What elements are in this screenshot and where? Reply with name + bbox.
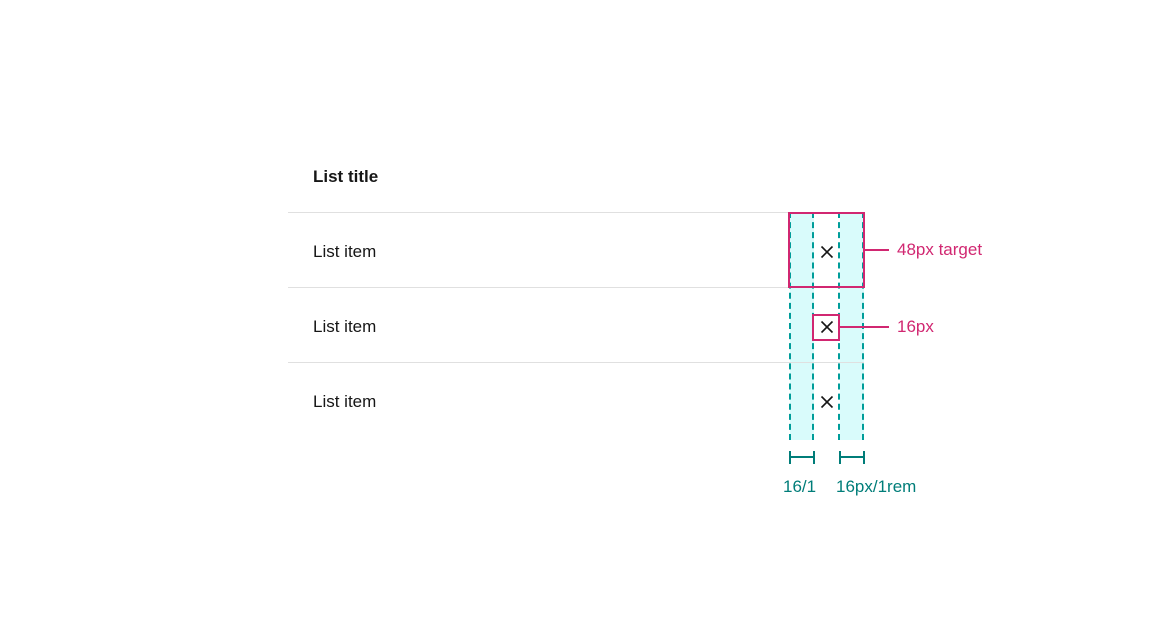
list-item-label: List item <box>313 317 377 336</box>
left-spacing-token-label: 16/1 <box>783 477 817 496</box>
list-title: List title <box>313 167 379 186</box>
x-glyph <box>820 245 834 259</box>
list-divider <box>288 212 864 213</box>
list-item-label: List item <box>313 392 377 411</box>
close-icon[interactable] <box>818 393 836 411</box>
annotation-connector <box>865 249 889 251</box>
measurement-bracket <box>789 451 815 464</box>
touch-target-annotation-label: 48px target <box>897 240 983 259</box>
right-spacing-token-label: 16px/1rem <box>836 477 917 496</box>
x-glyph <box>820 320 834 334</box>
bracket-bar <box>841 456 863 458</box>
icon-size-annotation-label: 16px <box>897 317 934 336</box>
close-icon[interactable] <box>818 318 836 336</box>
list-divider <box>288 287 864 288</box>
spacing-guide-line <box>789 212 791 440</box>
annotation-connector <box>840 326 889 328</box>
close-icon[interactable] <box>818 243 836 261</box>
bracket-bar <box>791 456 813 458</box>
list-item-label: List item <box>313 242 377 261</box>
touch-target-48px-outline <box>788 212 865 288</box>
x-glyph <box>820 395 834 409</box>
measurement-bracket <box>839 451 865 464</box>
left-spacing-highlight <box>790 212 814 440</box>
list-divider <box>288 362 864 363</box>
icon-16px-outline <box>812 314 840 341</box>
